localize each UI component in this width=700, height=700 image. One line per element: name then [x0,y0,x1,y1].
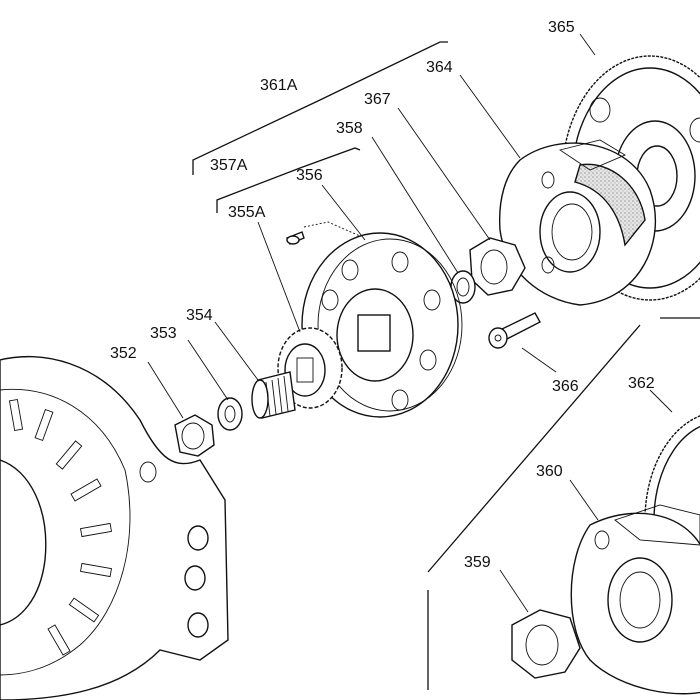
nut-359 [511,609,581,679]
label-367: 367 [364,91,391,108]
washer-353 [217,397,243,431]
label-364: 364 [426,59,453,76]
label-353: 353 [150,325,177,342]
bolt-366 [488,312,541,349]
needle-bearing-354 [251,371,296,419]
label-356: 356 [296,167,323,184]
bracket-361A [192,41,448,175]
part-labels: 361A 365 364 367 358 357A 356 355A 354 3… [110,19,655,571]
label-362: 362 [628,375,655,392]
label-360: 360 [536,463,563,480]
label-355A: 355A [228,204,266,221]
label-354: 354 [186,307,213,324]
engine-cover [0,355,229,700]
label-366: 366 [552,378,579,395]
label-357A: 357A [210,157,248,174]
bracket-357A [216,147,361,213]
label-358: 358 [336,120,363,137]
label-359: 359 [464,554,491,571]
label-361A: 361A [260,77,298,94]
label-352: 352 [110,345,137,362]
clutch-shoe-360 [570,504,700,695]
label-365: 365 [548,19,575,36]
sprocket-355A [277,327,343,409]
screw-small [286,231,305,245]
section-divider [427,317,700,690]
leader-lines [147,33,673,613]
nut-352 [174,414,215,457]
clutch-shoe-364 [498,139,657,306]
